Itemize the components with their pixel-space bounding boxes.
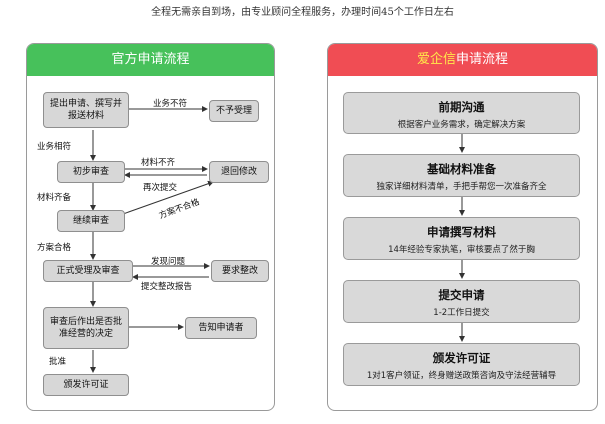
step-desc: 1对1客户领证，终身赠送政策咨询及守法经营辅导 <box>366 371 557 381</box>
step-desc: 根据客户业务需求，确定解决方案 <box>397 120 526 130</box>
label-complete: 材料齐备 <box>37 193 72 203</box>
step-title: 申请撰写材料 <box>427 225 496 239</box>
official-process-panel: 官方申请流程 <box>26 43 275 411</box>
initial-review-box: 初步审查 <box>57 161 125 183</box>
submit-application-box: 提出申请、撰写并报送材料 <box>43 92 129 128</box>
issue-license-box: 颁发许可证 <box>43 374 129 396</box>
label-resubmit: 再次提交 <box>143 183 178 193</box>
rectify-box: 要求整改 <box>211 260 269 282</box>
step-title: 基础材料准备 <box>427 162 496 176</box>
step-title: 提交申请 <box>438 288 485 302</box>
official-process-header: 官方申请流程 <box>27 44 274 76</box>
arrow-further-return <box>122 180 214 215</box>
formal-acceptance-box: 正式受理及审查 <box>43 260 133 282</box>
aiqixin-process-panel: 爱企信申请流程 前期沟通 根据客户业务需求，确定解决方案 基础材料准备 独家详细… <box>327 43 598 411</box>
reject-box: 不予受理 <box>209 100 259 122</box>
step-desc: 1-2工作日提交 <box>433 308 490 318</box>
label-incomplete: 材料不齐 <box>141 158 176 168</box>
label-not-match: 业务不符 <box>153 99 188 109</box>
header-suffix: 申请流程 <box>456 52 509 67</box>
aiqixin-flow-connectors <box>459 134 465 342</box>
return-revise-box: 退回修改 <box>209 161 269 183</box>
brand-name: 爱企信 <box>416 52 456 67</box>
top-note: 全程无需亲自到场，由专业顾问全程服务，办理时间45个工作日左右 <box>151 7 454 18</box>
step-desc: 独家详细材料清单，手把手帮您一次准备齐全 <box>376 182 547 192</box>
label-found-issue: 发现问题 <box>151 257 186 267</box>
step-material-prep: 基础材料准备 独家详细材料清单，手把手帮您一次准备齐全 <box>343 154 580 197</box>
label-submit-report: 提交整改报告 <box>141 282 193 292</box>
step-consultation: 前期沟通 根据客户业务需求，确定解决方案 <box>343 92 580 134</box>
step-desc: 14年经验专家执笔，审核要点了然于胸 <box>388 245 535 255</box>
official-flow-connectors <box>90 106 214 373</box>
step-title: 前期沟通 <box>438 100 485 114</box>
further-review-box: 继续审查 <box>57 210 125 232</box>
step-title: 颁发许可证 <box>432 351 491 365</box>
step-license: 颁发许可证 1对1客户领证，终身赠送政策咨询及守法经营辅导 <box>343 343 580 386</box>
decision-box: 审查后作出是否批准经营的决定 <box>43 307 129 349</box>
notify-applicant-box: 告知申请者 <box>185 317 257 339</box>
aiqixin-process-header: 爱企信申请流程 <box>328 44 597 76</box>
label-approve: 批准 <box>49 357 67 367</box>
label-match: 业务相符 <box>37 142 72 152</box>
label-plan-ok: 方案合格 <box>37 243 72 253</box>
step-submit: 提交申请 1-2工作日提交 <box>343 280 580 323</box>
step-writing: 申请撰写材料 14年经验专家执笔，审核要点了然于胸 <box>343 217 580 260</box>
